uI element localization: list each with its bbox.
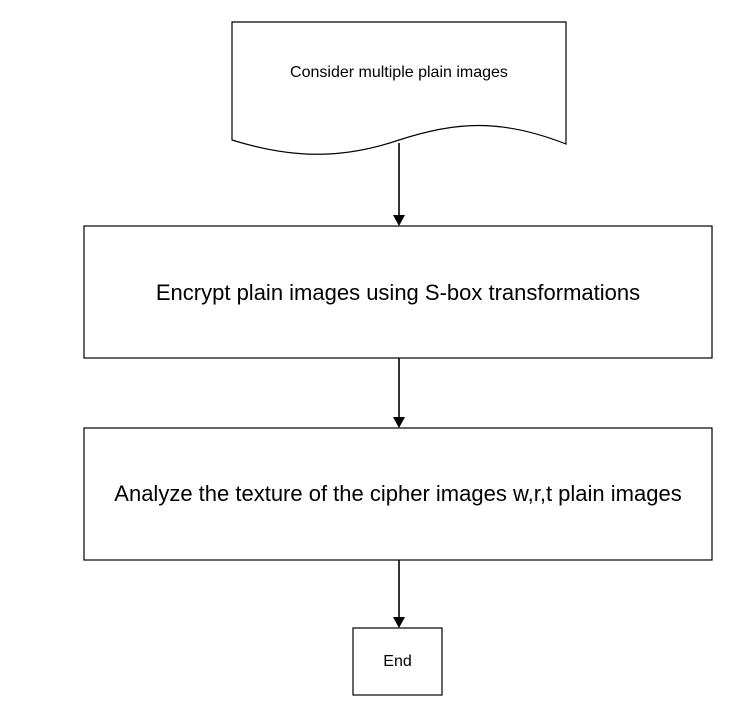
arrowhead-encrypt-to-analyze (393, 417, 405, 428)
analyze-node-shape (83, 427, 713, 561)
encrypt-node-shape (83, 225, 713, 359)
document-node-label: Consider multiple plain images (290, 64, 508, 81)
encrypt-node-label: Encrypt plain images using S-box transfo… (155, 280, 641, 305)
analyze-node-label: Analyze the texture of the cipher images… (114, 481, 682, 506)
end-node-label: End (383, 652, 412, 670)
arrowhead-document-to-encrypt (393, 215, 405, 226)
end-node-shape (352, 627, 443, 696)
arrowhead-analyze-to-end (393, 617, 405, 628)
document-node-shape (231, 21, 567, 155)
